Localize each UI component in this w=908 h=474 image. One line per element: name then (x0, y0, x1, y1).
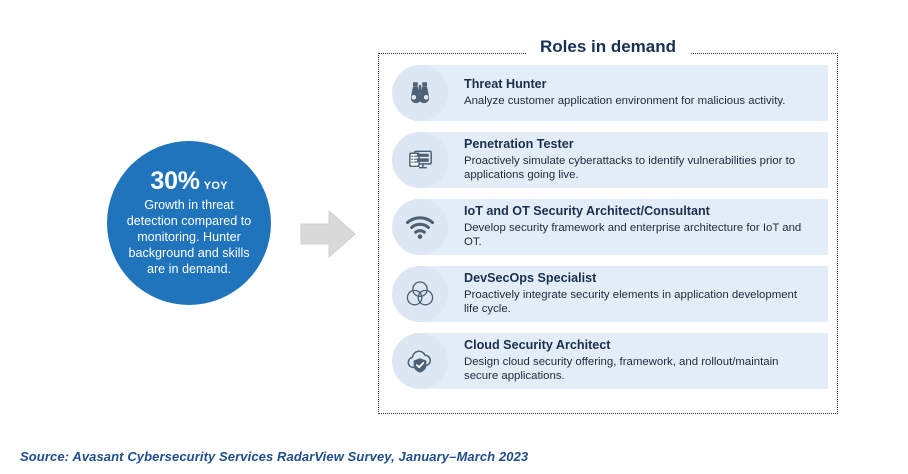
list-item[interactable]: Threat Hunter Analyze customer applicati… (388, 62, 828, 124)
binoculars-icon (392, 65, 448, 121)
stat-highlight-circle: 30% YOY Growth in threat detection compa… (107, 141, 271, 305)
cloud-shield-icon (392, 333, 448, 389)
role-description: Design cloud security offering, framewor… (464, 355, 779, 383)
right-arrow-icon (297, 203, 359, 265)
role-text-block: Cloud Security Architect Design cloud se… (464, 338, 828, 384)
role-description: Proactively integrate security elements … (464, 288, 798, 316)
row-background (414, 132, 828, 188)
role-description: Develop security framework and enterpris… (464, 221, 802, 249)
role-title: IoT and OT Security Architect/Consultant (464, 203, 710, 218)
row-background (414, 65, 828, 121)
list-item[interactable]: DevSecOps Specialist Proactively integra… (388, 263, 828, 325)
source-note: Source: Avasant Cybersecurity Services R… (20, 449, 529, 464)
roles-list: Threat Hunter Analyze customer applicati… (388, 62, 828, 392)
row-background (414, 333, 828, 389)
stat-headline: 30% YOY (150, 166, 228, 195)
role-description: Analyze customer application environment… (464, 94, 786, 107)
panel-title-container: Roles in demand (378, 36, 838, 58)
stat-value: 30% (150, 166, 200, 195)
row-background (414, 266, 828, 322)
role-text-block: DevSecOps Specialist Proactively integra… (464, 271, 828, 317)
stat-unit-label: YOY (203, 179, 228, 192)
wifi-signal-icon (392, 199, 448, 255)
role-text-block: Threat Hunter Analyze customer applicati… (464, 77, 799, 109)
role-title: Cloud Security Architect (464, 337, 611, 352)
row-background (414, 199, 828, 255)
list-item[interactable]: IoT and OT Security Architect/Consultant… (388, 196, 828, 258)
role-title: Penetration Tester (464, 136, 574, 151)
role-description: Proactively simulate cyberattacks to ide… (464, 154, 796, 182)
monitor-checklist-icon (392, 132, 448, 188)
role-title: Threat Hunter (464, 77, 547, 92)
role-title: DevSecOps Specialist (464, 270, 597, 285)
stat-description: Growth in threat detection compared to m… (126, 197, 252, 277)
page-title: Roles in demand (525, 36, 691, 58)
role-text-block: IoT and OT Security Architect/Consultant… (464, 204, 828, 250)
list-item[interactable]: Penetration Tester Proactively simulate … (388, 129, 828, 191)
role-text-block: Penetration Tester Proactively simulate … (464, 137, 828, 183)
list-item[interactable]: Cloud Security Architect Design cloud se… (388, 330, 828, 392)
venn-diagram-icon (392, 266, 448, 322)
